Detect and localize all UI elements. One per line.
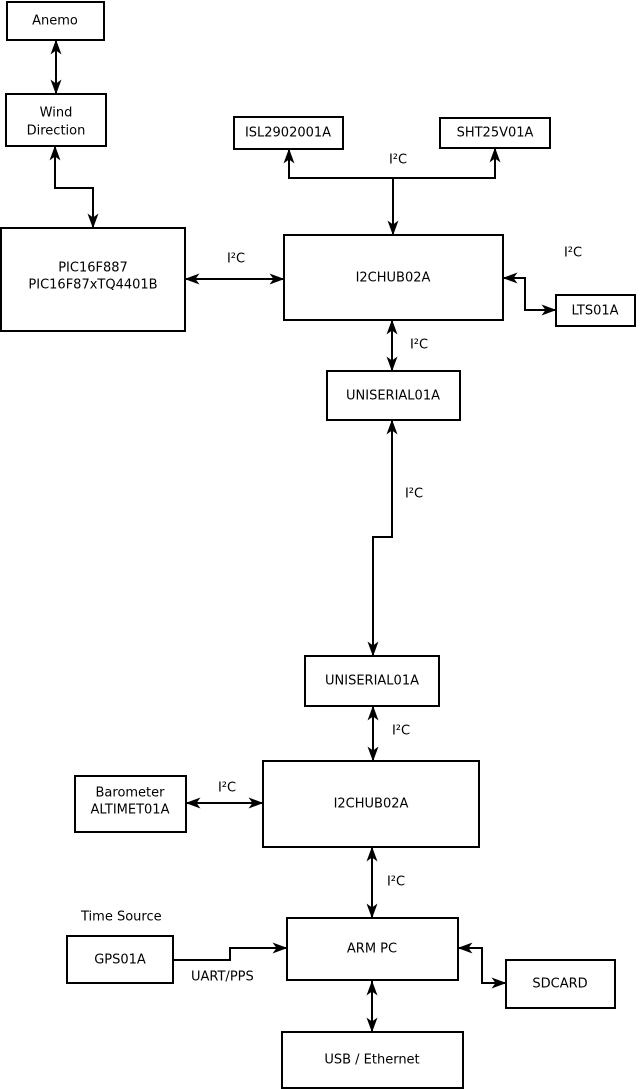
uniserial-bottom-label: UNISERIAL01A: [325, 674, 419, 689]
i2c-label-branch: I²C: [389, 153, 407, 168]
i2c-label-hubbottom-armpc: I²C: [387, 875, 405, 890]
node-lts01a: LTS01A: [555, 294, 636, 327]
node-i2chub-bottom: I2CHUB02A: [262, 760, 480, 848]
edge-i2chub-top-lts01a: [502, 272, 557, 316]
node-sdcard: SDCARD: [505, 959, 616, 1009]
sdcard-label: SDCARD: [532, 977, 587, 992]
gps01a-label: GPS01A: [94, 953, 146, 968]
node-i2chub-top: I2CHUB02A: [283, 234, 504, 321]
node-barometer: Barometer ALTIMET01A: [74, 775, 187, 833]
edge-gps-arm-pc: [173, 942, 288, 961]
i2c-label-hubtop-left: I²C: [227, 252, 245, 267]
i2c-label-barometer: I²C: [218, 781, 236, 796]
node-uniserial-top: UNISERIAL01A: [326, 370, 461, 421]
i2c-label-hubtop-right: I²C: [564, 246, 582, 261]
i2chub-bottom-label: I2CHUB02A: [334, 797, 409, 812]
node-wind-direction: Wind Direction: [5, 93, 107, 147]
wind-direction-label-line1: Wind: [40, 106, 73, 121]
lts01a-label: LTS01A: [571, 304, 618, 319]
uart-pps-label: UART/PPS: [191, 970, 254, 985]
wind-direction-label-line2: Direction: [27, 124, 86, 139]
node-anemo: Anemo: [6, 1, 105, 41]
time-source-label: Time Source: [80, 910, 162, 925]
uniserial-top-label: UNISERIAL01A: [346, 389, 440, 404]
i2c-label-long-connector: I²C: [405, 487, 423, 502]
node-isl2902001a: ISL2902001A: [233, 116, 344, 150]
edge-arm-pc-sdcard: [457, 942, 507, 989]
edge-wind-direction-pic: [49, 145, 99, 229]
pic-label-line2: PIC16F87xTQ4401B: [28, 278, 157, 293]
node-usb-ethernet: USB / Ethernet: [281, 1031, 464, 1089]
usb-ethernet-label: USB / Ethernet: [324, 1053, 419, 1068]
barometer-label-line2: ALTIMET01A: [91, 803, 170, 818]
isl2902001a-label: ISL2902001A: [245, 126, 331, 141]
i2c-label-hubtop-uniserial: I²C: [410, 338, 428, 353]
node-uniserial-bottom: UNISERIAL01A: [304, 655, 440, 707]
anemo-label: Anemo: [32, 14, 78, 29]
barometer-label-line1: Barometer: [96, 786, 166, 801]
sht25v01a-label: SHT25V01A: [457, 126, 534, 141]
node-gps01a: GPS01A: [66, 935, 174, 984]
i2c-label-uniserial-hubbottom: I²C: [392, 724, 410, 739]
node-pic16f887: PIC16F887 PIC16F87xTQ4401B: [0, 227, 186, 332]
edge-uniserial-top-uniserial-bottom: [367, 419, 398, 657]
node-arm-pc: ARM PC: [286, 917, 459, 981]
pic-label-line1: PIC16F887: [58, 261, 128, 276]
i2chub-top-label: I2CHUB02A: [356, 271, 431, 286]
arm-pc-label: ARM PC: [347, 942, 397, 957]
node-sht25v01a: SHT25V01A: [439, 117, 551, 149]
